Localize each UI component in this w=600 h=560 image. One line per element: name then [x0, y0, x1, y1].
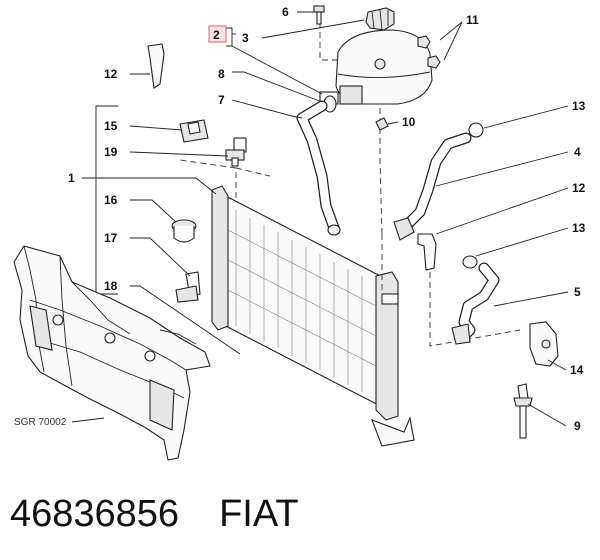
callout-12-left: 12 — [104, 67, 118, 81]
bracket-15 — [179, 119, 209, 143]
reference-code: SGR 70002 — [14, 417, 67, 428]
callout-13-lower: 13 — [572, 221, 586, 235]
callout-10: 10 — [402, 115, 416, 129]
front-panel-carrier — [13, 245, 211, 461]
bracket-12-left — [147, 43, 165, 89]
hose-7 — [296, 100, 341, 236]
ref-label-group: SGR 70002 — [14, 417, 105, 428]
radiator-core-grid — [227, 210, 377, 392]
bracket-18 — [175, 285, 199, 303]
bleed-screw-9 — [513, 383, 533, 439]
callout-labels: 6 2 3 8 7 10 11 12 15 19 1 16 17 18 13 4… — [68, 5, 586, 433]
callout-15: 15 — [104, 119, 118, 133]
callout-11: 11 — [466, 13, 479, 27]
callout-17: 17 — [104, 231, 118, 245]
bracket-12-right — [417, 233, 437, 271]
footer-caption: 46836856 FIAT — [10, 493, 339, 537]
callout-7: 7 — [218, 93, 225, 107]
callout-5: 5 — [574, 285, 581, 299]
cooling-system-diagram: SGR 70002 — [13, 5, 586, 461]
clip-10 — [375, 117, 389, 131]
callout-3: 3 — [242, 31, 249, 45]
nuts-11 — [417, 35, 441, 69]
callout-2: 2 — [213, 28, 220, 42]
sensor-19 — [225, 137, 247, 167]
hose-4 — [393, 132, 472, 241]
callout-1: 1 — [68, 171, 75, 185]
brand-name: FIAT — [219, 493, 299, 535]
expansion-tank — [319, 29, 433, 105]
callout-4: 4 — [574, 145, 581, 159]
callout-6: 6 — [282, 5, 289, 19]
callout-8: 8 — [218, 67, 225, 81]
callout-18: 18 — [104, 279, 118, 293]
leader-lines — [82, 11, 569, 427]
routing-lines — [179, 22, 521, 347]
callout-12-right: 12 — [572, 181, 586, 195]
radiator — [211, 185, 415, 447]
hose-5 — [451, 262, 500, 345]
callout-14: 14 — [570, 363, 584, 377]
part-number: 46836856 — [10, 493, 180, 535]
callout-9: 9 — [574, 419, 581, 433]
clip-13-lower — [462, 255, 478, 269]
highlight-box-2 — [208, 25, 227, 43]
callout-19: 19 — [104, 145, 118, 159]
callout-16: 16 — [104, 193, 118, 207]
callout-13-upper: 13 — [572, 99, 586, 113]
screw-6 — [313, 5, 325, 25]
expansion-cap — [365, 7, 395, 31]
fan-switch-14 — [529, 321, 559, 367]
clip-13-upper — [468, 122, 484, 138]
pad-16 — [171, 219, 197, 243]
